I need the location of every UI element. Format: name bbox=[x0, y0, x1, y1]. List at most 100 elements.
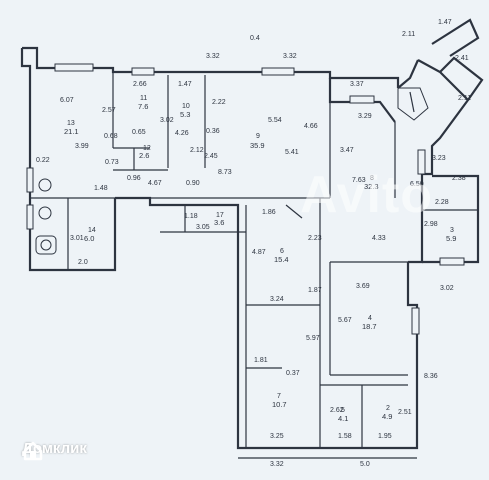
room-17-number: 17 bbox=[216, 212, 224, 219]
dimension-label: 3.05 bbox=[196, 224, 210, 231]
room-9-number: 9 bbox=[256, 133, 260, 140]
dimension-label: 7.63 bbox=[352, 177, 366, 184]
room-6-area: 15.4 bbox=[274, 255, 289, 264]
domclick-house-icon bbox=[23, 441, 43, 461]
dimension-label: 8.36 bbox=[424, 373, 438, 380]
windows bbox=[26, 63, 465, 335]
dimension-label: 3.25 bbox=[270, 433, 284, 440]
dimension-label: 2.45 bbox=[204, 153, 218, 160]
dimension-label: 2.22 bbox=[212, 99, 226, 106]
dimension-label: 3.01 bbox=[70, 235, 84, 242]
dimension-label: 4.67 bbox=[148, 180, 162, 187]
dimension-label: 3.23 bbox=[432, 155, 446, 162]
room-13-area: 21.1 bbox=[64, 127, 79, 136]
room-11-area: 7.6 bbox=[138, 102, 148, 111]
room-9-area: 35.9 bbox=[250, 141, 265, 150]
dimension-label: 4.87 bbox=[252, 249, 266, 256]
room-2-area: 4.9 bbox=[382, 412, 392, 421]
stair-markers bbox=[285, 87, 429, 219]
dimension-label: 2.28 bbox=[435, 199, 449, 206]
dimension-label: 2.41 bbox=[455, 55, 469, 62]
dimension-label: 2.51 bbox=[398, 409, 412, 416]
dimension-label: 2.0 bbox=[78, 259, 88, 266]
room-10-area: 5.3 bbox=[180, 110, 190, 119]
dimension-label: 3.32 bbox=[206, 53, 220, 60]
dimension-label: 0.22 bbox=[36, 157, 50, 164]
room-6-number: 6 bbox=[280, 248, 284, 255]
dimension-label: 3.02 bbox=[440, 285, 454, 292]
dimension-label: 1.86 bbox=[262, 209, 276, 216]
room-12-number: 12 bbox=[143, 145, 151, 152]
dimension-label: 8.73 bbox=[218, 169, 232, 176]
dimension-label: 0.36 bbox=[206, 128, 220, 135]
dimension-label: 4.26 bbox=[175, 130, 189, 137]
dimension-label: 1.18 bbox=[184, 213, 198, 220]
dimension-label: 6.07 bbox=[60, 97, 74, 104]
dimension-label: 5.54 bbox=[268, 117, 282, 124]
dimension-label: 1.95 bbox=[378, 433, 392, 440]
room-5-number: 5 bbox=[341, 407, 345, 414]
room-8-area: 32.3 bbox=[364, 182, 379, 191]
dimension-label: 5.41 bbox=[285, 149, 299, 156]
dimension-label: 3.29 bbox=[358, 113, 372, 120]
dimension-label: 3.47 bbox=[340, 147, 354, 154]
dimension-label: 1.81 bbox=[254, 357, 268, 364]
interior-walls bbox=[30, 72, 478, 448]
room-8-number: 8 bbox=[370, 175, 374, 182]
dimension-label: 0.73 bbox=[105, 159, 119, 166]
dimension-label: 2.11 bbox=[402, 31, 415, 38]
room-14-number: 14 bbox=[88, 227, 96, 234]
dimension-label: 2.57 bbox=[102, 107, 116, 114]
dimension-label: 2.98 bbox=[424, 221, 438, 228]
room-4-area: 18.7 bbox=[362, 322, 377, 331]
room-7-area: 10.7 bbox=[272, 400, 287, 409]
brand-name: Домклик bbox=[22, 440, 87, 457]
dimension-label: 2.12 bbox=[190, 147, 204, 154]
dimension-label: 0.4 bbox=[250, 35, 260, 42]
dimension-label: 6.50 bbox=[410, 181, 424, 188]
room-3-number: 3 bbox=[450, 227, 454, 234]
room-17-area: 3.6 bbox=[214, 218, 224, 227]
dimension-label: 5.0 bbox=[360, 461, 370, 468]
dimension-label: 4.66 bbox=[304, 123, 318, 130]
room-7-number: 7 bbox=[277, 393, 281, 400]
dimension-label: 2.66 bbox=[133, 81, 147, 88]
room-3-area: 5.9 bbox=[446, 234, 456, 243]
dimension-label: 1.87 bbox=[308, 287, 322, 294]
dimension-label: 0.65 bbox=[132, 129, 146, 136]
dimension-label: 2.23 bbox=[308, 235, 322, 242]
dimension-label: 3.32 bbox=[283, 53, 297, 60]
room-2-number: 2 bbox=[386, 405, 390, 412]
dimension-label: 3.37 bbox=[350, 81, 364, 88]
dimension-labels: 3.32 3.32 0.4 6.07 2.66 1.47 2.57 0.68 0… bbox=[36, 19, 471, 468]
dimension-label: 3.32 bbox=[270, 461, 284, 468]
dimension-label: 2.62 bbox=[330, 407, 344, 414]
dimension-label: 1.47 bbox=[438, 19, 452, 26]
dimension-label: 1.47 bbox=[178, 81, 192, 88]
dimension-label: 3.24 bbox=[270, 296, 284, 303]
dimension-label: 0.96 bbox=[127, 175, 141, 182]
dimension-label: 2.11 bbox=[458, 95, 471, 102]
room-5-area: 4.1 bbox=[338, 414, 348, 423]
dimension-label: 0.90 bbox=[186, 180, 200, 187]
dimension-label: 2.38 bbox=[452, 175, 466, 182]
dimension-label: 1.58 bbox=[338, 433, 352, 440]
dimension-label: 5.67 bbox=[338, 317, 352, 324]
bathroom-fixtures bbox=[35, 178, 57, 255]
domclick-brand: Домклик bbox=[22, 440, 87, 461]
dimension-label: 0.37 bbox=[286, 370, 300, 377]
room-labels: 13 21.1 11 7.6 10 5.3 9 35.9 12 2.6 14 6… bbox=[64, 95, 456, 423]
dimension-label: 4.33 bbox=[372, 235, 386, 242]
dimension-label: 1.48 bbox=[94, 185, 108, 192]
dimension-label: 0.68 bbox=[104, 133, 118, 140]
room-10-number: 10 bbox=[182, 103, 190, 110]
room-12-area: 2.6 bbox=[139, 151, 149, 160]
room-14-area: 6.0 bbox=[84, 234, 94, 243]
room-4-number: 4 bbox=[368, 315, 372, 322]
dimension-label: 3.02 bbox=[160, 117, 174, 124]
room-13-number: 13 bbox=[67, 120, 75, 127]
dimension-label: 3.69 bbox=[356, 283, 370, 290]
dimension-label: 5.97 bbox=[306, 335, 320, 342]
